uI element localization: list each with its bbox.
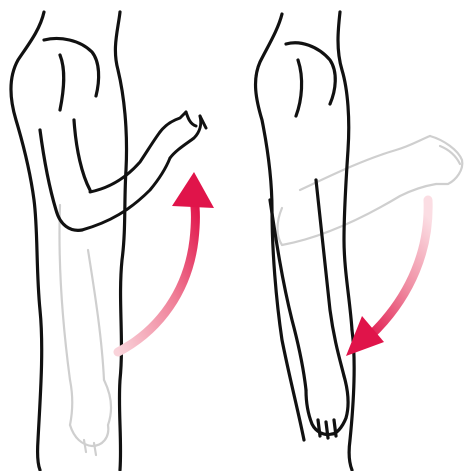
left-raised-forearm (82, 112, 206, 230)
left-panel (11, 12, 214, 470)
curved-arrow-down-icon (346, 200, 428, 356)
right-panel (256, 12, 463, 470)
curved-arrow-up-icon (118, 172, 214, 352)
left-torso (11, 12, 127, 470)
right-ghost-arm (278, 136, 463, 245)
right-torso (256, 12, 355, 470)
left-ghost-arm (59, 205, 110, 455)
